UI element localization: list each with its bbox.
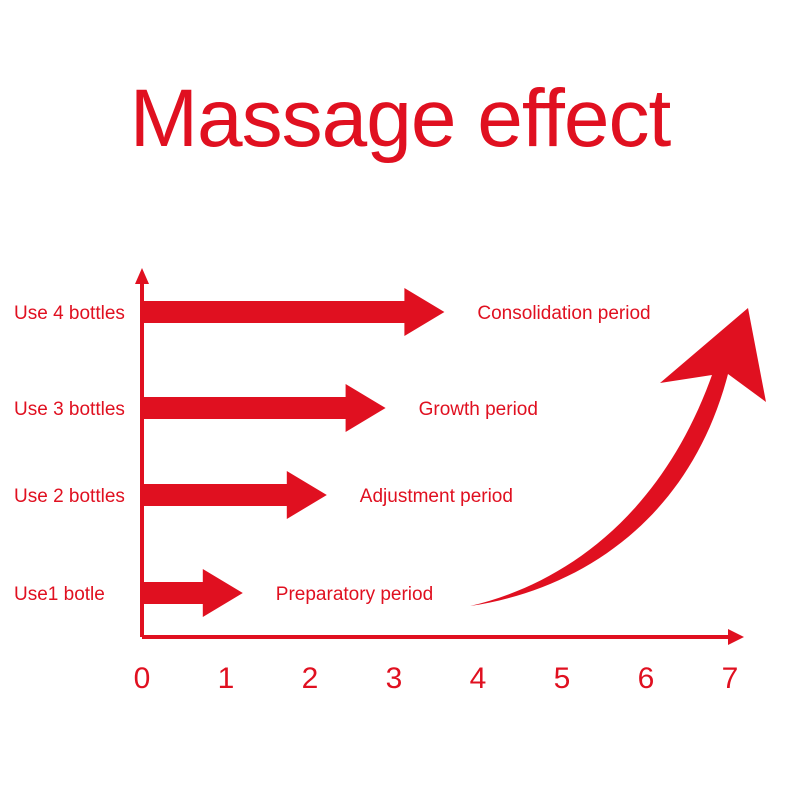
- bar-arrow: [142, 471, 327, 519]
- x-tick-label: 6: [638, 662, 655, 695]
- curved-trend-arrow: [470, 308, 766, 606]
- bar-arrow: [142, 569, 243, 617]
- category-label: Use 3 bottles: [14, 399, 125, 420]
- x-tick-label: 0: [134, 662, 151, 695]
- x-tick-label: 5: [554, 662, 571, 695]
- category-labels: Use1 botle Use 2 bottles Use 3 bottles Use …: [14, 303, 125, 605]
- bars: [142, 288, 445, 617]
- stage-label: Adjustment period: [360, 486, 513, 507]
- x-tick-label: 4: [470, 662, 487, 695]
- category-label: Use 2 bottles: [14, 486, 125, 507]
- x-tick-label: 3: [386, 662, 403, 695]
- trend-arrow: [470, 308, 766, 606]
- category-label: Use1 botle: [14, 584, 105, 605]
- x-tick-label: 7: [722, 662, 739, 695]
- stage-label: Growth period: [419, 399, 538, 420]
- category-label: Use 4 bottles: [14, 303, 125, 324]
- x-axis-arrowhead: [728, 629, 744, 645]
- bar-arrow: [142, 288, 445, 336]
- chart-title: Massage effect: [129, 73, 672, 164]
- axes: [135, 268, 744, 645]
- stage-labels: Preparatory period Adjustment period Growt…: [276, 303, 651, 605]
- stage-label: Preparatory period: [276, 584, 433, 605]
- x-tick-labels: 0 1 2 3 4 5 6 7: [134, 662, 739, 695]
- x-tick-label: 1: [218, 662, 235, 695]
- bar-arrow: [142, 384, 386, 432]
- x-tick-label: 2: [302, 662, 319, 695]
- stage-label: Consolidation period: [477, 303, 650, 324]
- y-axis-arrowhead: [135, 268, 149, 284]
